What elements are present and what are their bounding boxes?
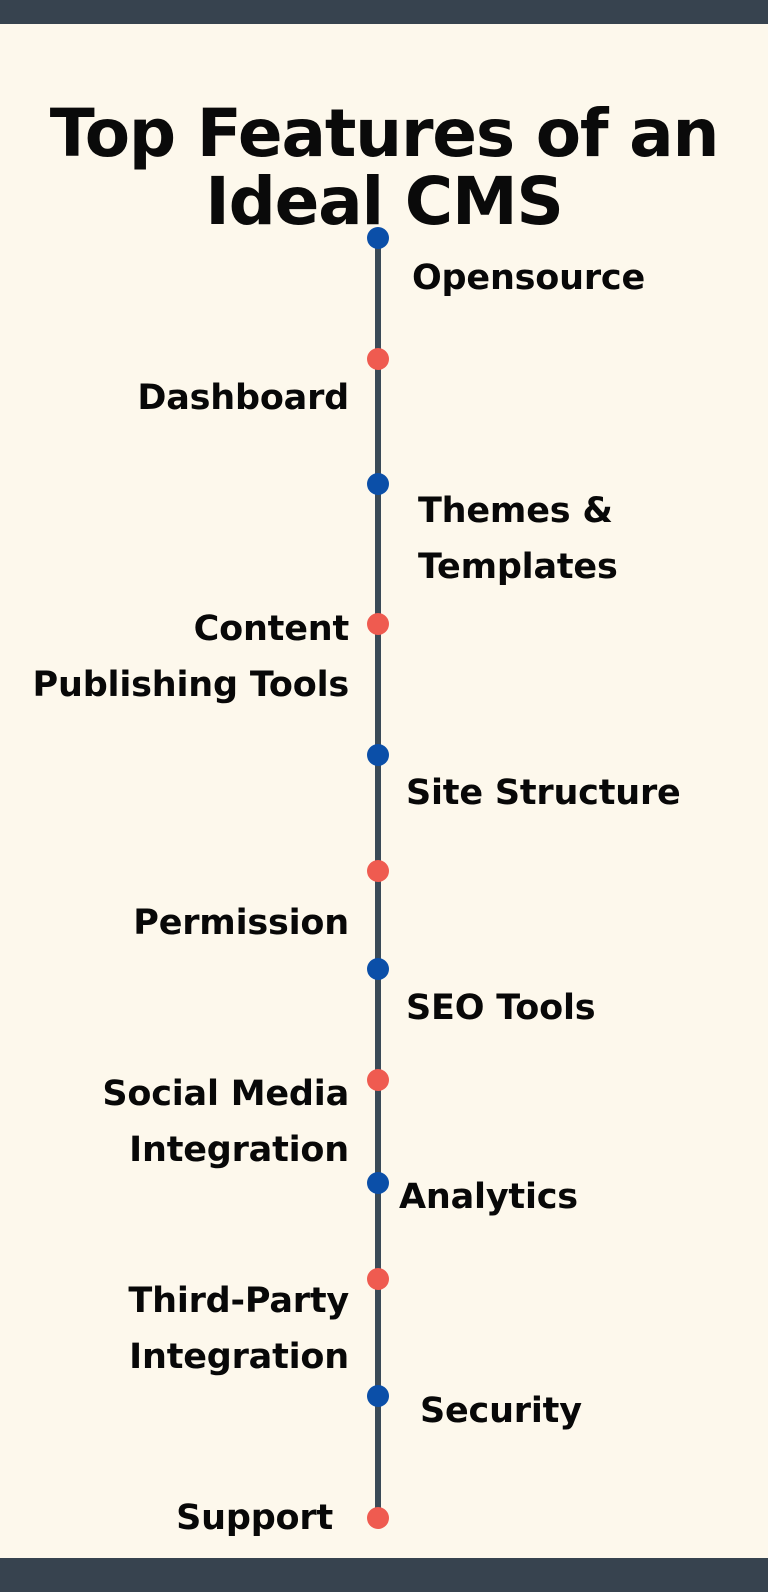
timeline-dot-social-media-integration bbox=[367, 1069, 389, 1091]
timeline-dot-support bbox=[367, 1507, 389, 1529]
timeline-dot-themes-templates bbox=[367, 473, 389, 495]
timeline-label-seo-tools: SEO Tools bbox=[406, 988, 596, 1028]
timeline-label-social-media-integration: Social Media Integration bbox=[102, 1074, 349, 1170]
timeline-label-analytics: Analytics bbox=[399, 1177, 578, 1217]
bottom-accent-bar bbox=[0, 1558, 768, 1592]
timeline-dot-analytics bbox=[367, 1172, 389, 1194]
page-title: Top Features of an Ideal CMS bbox=[49, 95, 720, 241]
timeline-label-opensource: Opensource bbox=[412, 258, 646, 298]
timeline-label-third-party-integration: Third-Party Integration bbox=[128, 1281, 349, 1377]
timeline-label-security: Security bbox=[420, 1391, 582, 1431]
timeline-dot-content-publishing-tools bbox=[367, 613, 389, 635]
timeline-dot-site-structure bbox=[367, 744, 389, 766]
timeline-dot-seo-tools bbox=[367, 958, 389, 980]
timeline-dot-third-party-integration bbox=[367, 1268, 389, 1290]
timeline-label-content-publishing-tools: Content Publishing Tools bbox=[32, 609, 350, 705]
timeline-label-permission: Permission bbox=[133, 903, 349, 943]
timeline-dot-dashboard bbox=[367, 348, 389, 370]
timeline-label-site-structure: Site Structure bbox=[406, 773, 681, 813]
timeline-dot-permission bbox=[367, 860, 389, 882]
top-accent-bar bbox=[0, 0, 768, 24]
timeline-label-themes-templates: Themes & Templates bbox=[418, 491, 618, 587]
timeline-dot-opensource bbox=[367, 227, 389, 249]
timeline-label-support: Support bbox=[176, 1498, 333, 1538]
timeline-dot-security bbox=[367, 1385, 389, 1407]
timeline-label-dashboard: Dashboard bbox=[137, 378, 349, 418]
